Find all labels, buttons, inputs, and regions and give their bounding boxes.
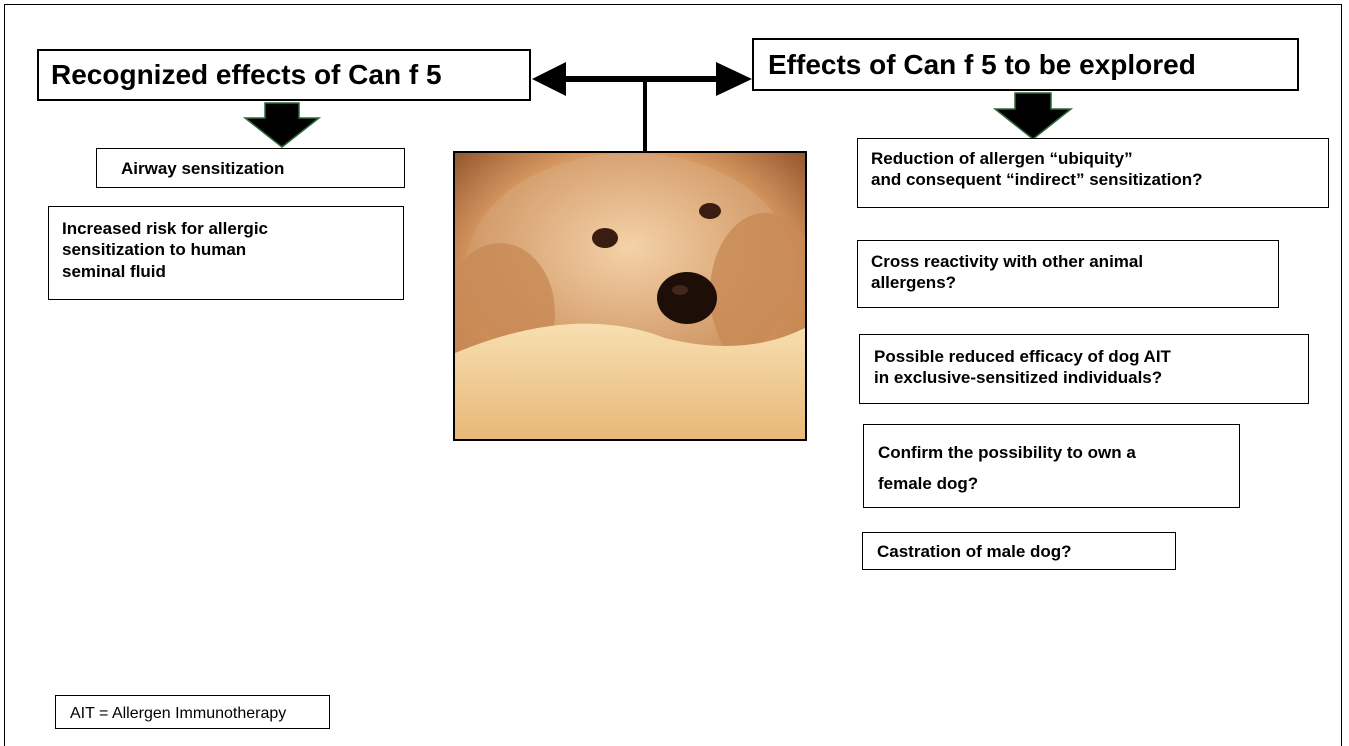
explore-effect-castration: Castration of male dog? (862, 532, 1176, 570)
explored-effects-header: Effects of Can f 5 to be explored (752, 38, 1299, 91)
recognized-effect-airway: Airway sensitization (96, 148, 405, 188)
explore-effect-female-dog: Confirm the possibility to own a female … (863, 424, 1240, 508)
down-arrow-icon (243, 102, 321, 148)
down-arrow-icon (993, 92, 1073, 140)
recognized-effects-title: Recognized effects of Can f 5 (51, 59, 442, 90)
recognized-effects-header: Recognized effects of Can f 5 (37, 49, 531, 101)
footnote-text: AIT = Allergen Immunotherapy (70, 705, 287, 722)
effect-text: Confirm the possibility to own a female … (878, 443, 1136, 494)
explore-effect-ubiquity: Reduction of allergen “ubiquity” and con… (857, 138, 1329, 208)
effect-text: Airway sensitization (121, 159, 285, 178)
dog-photo (453, 151, 807, 441)
explore-effect-ait-efficacy: Possible reduced efficacy of dog AIT in … (859, 334, 1309, 404)
abbreviation-footnote: AIT = Allergen Immunotherapy (55, 695, 330, 729)
figure-frame (4, 4, 1342, 746)
effect-text: Increased risk for allergic sensitizatio… (62, 219, 268, 281)
effect-text: Cross reactivity with other animal aller… (871, 252, 1144, 293)
effect-text: Possible reduced efficacy of dog AIT in … (874, 347, 1171, 388)
explore-effect-cross-reactivity: Cross reactivity with other animal aller… (857, 240, 1279, 308)
recognized-effect-seminal: Increased risk for allergic sensitizatio… (48, 206, 404, 300)
explored-effects-title: Effects of Can f 5 to be explored (768, 48, 1196, 80)
effect-text: Reduction of allergen “ubiquity” and con… (871, 149, 1203, 190)
effect-text: Castration of male dog? (877, 542, 1072, 561)
